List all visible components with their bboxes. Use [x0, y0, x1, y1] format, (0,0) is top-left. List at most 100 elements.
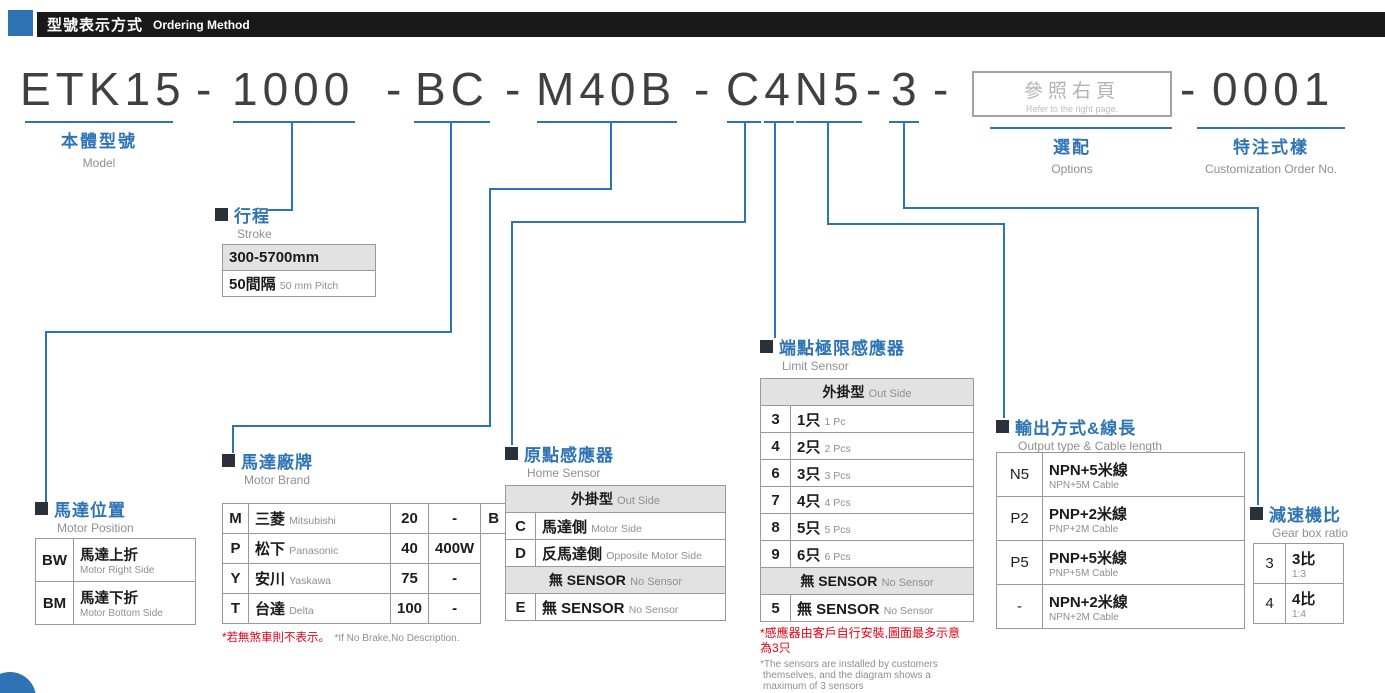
label-en: Panasonic: [289, 545, 339, 557]
power-cell: 75: [389, 563, 430, 594]
label-zh: 外掛型: [571, 491, 613, 507]
watt-cell: 400W: [428, 533, 482, 564]
power-cell: 100: [389, 593, 430, 624]
power-cell: 40: [389, 533, 430, 564]
underline: [1197, 127, 1345, 129]
desc-cell: 安川 Yaskawa: [248, 563, 391, 594]
label-zh: 4只: [797, 492, 821, 510]
label-en: Out Side: [617, 495, 660, 507]
gear-title-en: Gear box ratio: [1272, 526, 1349, 540]
table-row: BM 馬達下折 Motor Bottom Side: [35, 581, 196, 625]
stroke-section-title: 行程: [215, 202, 270, 227]
callout-custom-en: Customization Order No.: [1204, 162, 1338, 176]
gear-title-zh: 減速機比: [1269, 506, 1341, 525]
table-row: M 三菱 Mitsubishi 20 - B: [222, 503, 508, 534]
desc-cell: 3比 1:3: [1285, 543, 1344, 584]
connector-line: [511, 221, 513, 445]
dash-separator: -: [1180, 63, 1201, 115]
footnote-zh: *若無煞車則不表示。: [222, 632, 330, 644]
code-cell: T: [222, 593, 249, 624]
table-row: 5 無 SENSOR No Sensor: [760, 594, 974, 622]
motor-brand-section-title: 馬達廠牌: [222, 448, 313, 473]
limit-sensor-title-zh: 端點極限感應器: [779, 339, 905, 358]
connector-line: [489, 188, 491, 427]
label-zh: NPN+5米線: [1049, 461, 1128, 479]
desc-cell: 6只 6 Pcs: [790, 540, 974, 568]
table-subheader-row: 無 SENSOR No Sensor: [505, 566, 726, 594]
limit-sensor-table: 外掛型 Out Side 3 1只 1 Pc 4 2只 2 Pcs 6: [760, 378, 974, 622]
label-en: PNP+2M Cable: [1049, 523, 1119, 535]
code-cell: E: [505, 593, 536, 621]
desc-cell: NPN+2米線 NPN+2M Cable: [1042, 584, 1245, 629]
label-en: No Sensor: [628, 603, 679, 616]
table-row: BW 馬達上折 Motor Right Side: [35, 538, 196, 582]
table-row: 4 2只 2 Pcs: [760, 432, 974, 460]
page-corner-decoration: [0, 672, 36, 693]
label-en: Yaskawa: [289, 575, 332, 587]
connector-line: [774, 121, 776, 338]
table-row: 4 4比 1:4: [1253, 583, 1344, 624]
code-cell: P2: [996, 496, 1043, 541]
stroke-range-cell: 300-5700mm: [222, 244, 376, 271]
connector-line: [1257, 207, 1259, 505]
label-zh: PNP+5米線: [1049, 549, 1127, 567]
label-en: Out Side: [868, 388, 912, 400]
subheader-cell: 外掛型 Out Side: [760, 378, 974, 406]
code-cell: Y: [222, 563, 249, 594]
code-cell: 4: [760, 432, 791, 460]
limit-sensor-section-title: 端點極限感應器: [760, 334, 905, 359]
stroke-pitch-cell: 50間隔 50 mm Pitch: [222, 270, 376, 297]
subheader-cell: 無 SENSOR No Sensor: [505, 566, 726, 594]
underline: [414, 121, 490, 123]
power-cell: 20: [389, 503, 430, 534]
code-cell: 4: [1253, 583, 1286, 624]
table-row: N5 NPN+5米線 NPN+5M Cable: [996, 452, 1245, 497]
subheader-cell: 無 SENSOR No Sensor: [760, 567, 974, 595]
page-header: 型號表示方式 Ordering Method: [37, 12, 1385, 37]
code-cell: P5: [996, 540, 1043, 585]
connector-line: [291, 121, 293, 211]
motor-brand-title-zh: 馬達廠牌: [241, 453, 313, 472]
watt-cell: -: [428, 503, 482, 534]
label-zh: 反馬達側: [542, 545, 603, 563]
connector-line: [232, 425, 491, 427]
motor-brand-title-en: Motor Brand: [244, 473, 311, 487]
square-bullet-icon: [760, 340, 773, 353]
footnote-en-line1: *The sensors are installed by customers: [760, 659, 938, 670]
label-zh: 300-5700mm: [229, 249, 320, 266]
label-en: Motor Bottom Side: [80, 608, 163, 619]
desc-cell: 松下 Panasonic: [248, 533, 391, 564]
label-en: NPN+2M Cable: [1049, 611, 1119, 623]
label-en: 3 Pcs: [824, 469, 851, 482]
table-row: 50間隔 50 mm Pitch: [222, 270, 376, 297]
label-en: No Sensor: [883, 604, 934, 617]
code-cell: 9: [760, 540, 791, 568]
code-cell: 5: [760, 594, 791, 622]
desc-cell: 反馬達側 Opposite Motor Side: [535, 539, 726, 567]
square-bullet-icon: [35, 502, 48, 515]
connector-line: [232, 425, 234, 453]
brake-cell: B: [480, 503, 508, 534]
connector-line: [827, 223, 1005, 225]
code-cell: -: [996, 584, 1043, 629]
desc-cell: 5只 5 Pcs: [790, 513, 974, 541]
desc-cell: PNP+2米線 PNP+2M Cable: [1042, 496, 1245, 541]
gear-section-title: 減速機比: [1250, 501, 1341, 526]
connector-line: [489, 188, 612, 190]
code-cell: M: [222, 503, 249, 534]
code-cell: 3: [1253, 543, 1286, 584]
gear-table: 3 3比 1:3 4 4比 1:4: [1253, 543, 1344, 624]
label-en: 1:4: [1292, 608, 1306, 620]
underline: [990, 127, 1172, 129]
table-row: 7 4只 4 Pcs: [760, 486, 974, 514]
connector-line: [45, 331, 452, 333]
page-title-en: Ordering Method: [153, 17, 250, 32]
model-segment-stroke: 1000: [232, 63, 355, 115]
label-en: PNP+5M Cable: [1049, 567, 1119, 579]
label-en: 1:3: [1292, 568, 1306, 580]
label-en: 6 Pcs: [824, 550, 851, 563]
desc-cell: NPN+5米線 NPN+5M Cable: [1042, 452, 1245, 497]
label-zh: 三菱: [255, 511, 286, 528]
desc-cell: 馬達上折 Motor Right Side: [73, 538, 196, 582]
